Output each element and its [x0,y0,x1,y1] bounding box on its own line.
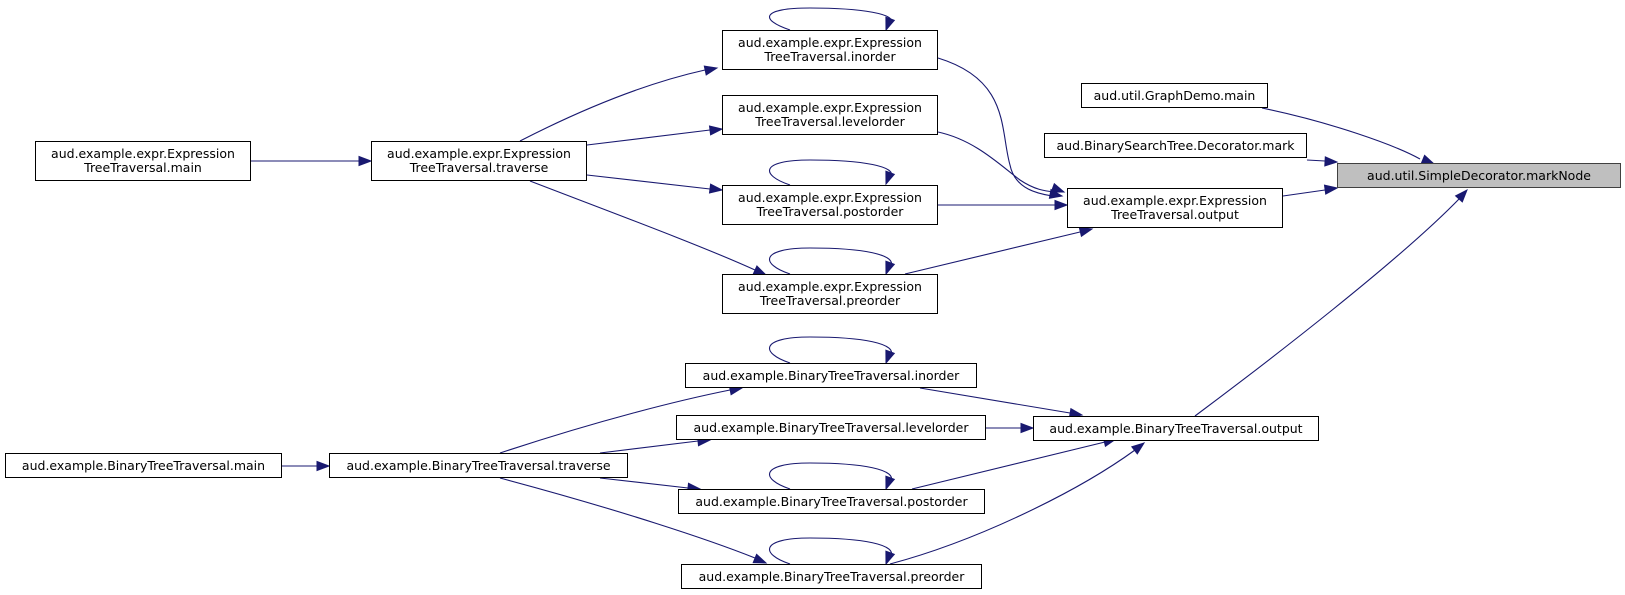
edge-einorder-to-eoutput [937,57,1064,199]
arrowhead-icon [885,260,896,276]
node-expr-levelorder[interactable]: aud.example.expr.Expression TreeTraversa… [722,95,938,135]
arrowhead-icon [885,475,896,491]
arrowhead-icon [1050,182,1066,193]
node-label-line2: TreeTraversal.main [84,160,202,175]
edge-bmain-to-btraverse [282,460,331,472]
node-expr-output[interactable]: aud.example.expr.Expression TreeTraversa… [1067,188,1283,228]
arrowhead-icon [752,553,768,564]
node-label-line1: aud.example.expr.Expression [51,146,235,161]
node-label-line2: TreeTraversal.preorder [759,293,901,308]
node-btt-preorder[interactable]: aud.example.BinaryTreeTraversal.preorder [681,564,982,589]
arrowhead-icon [885,550,896,566]
arrowhead-icon [885,170,896,186]
node-label: aud.util.GraphDemo.main [1093,87,1256,103]
node-label-line1: aud.example.expr.Expression [1083,193,1267,208]
edge-binorder-self [769,336,896,365]
node-label: aud.example.BinaryTreeTraversal.output [1049,420,1303,436]
arrowhead-icon [358,155,373,167]
node-btt-levelorder[interactable]: aud.example.BinaryTreeTraversal.levelord… [676,415,986,440]
node-expr-traverse[interactable]: aud.example.expr.Expression TreeTraversa… [371,141,587,181]
edge-btraverse-to-bpreorder [499,477,768,564]
edge-blevelorder-to-boutput [986,422,1035,434]
node-btt-postorder[interactable]: aud.example.BinaryTreeTraversal.postorde… [678,489,985,514]
edge-emain-to-etraverse [251,155,373,167]
node-btt-traverse[interactable]: aud.example.BinaryTreeTraversal.traverse [329,453,628,478]
arrowhead-icon [885,349,896,365]
edge-binorder-to-boutput [919,387,1084,419]
node-label-line2: TreeTraversal.postorder [756,204,904,219]
arrowhead-icon [1324,156,1339,167]
arrowhead-icon [1323,184,1339,195]
node-label-line1: aud.example.expr.Expression [738,100,922,115]
arrowhead-icon [703,65,719,76]
edge-epreorder-self [769,247,896,276]
node-label-line2: TreeTraversal.inorder [764,49,896,64]
node-expr-inorder[interactable]: aud.example.expr.Expression TreeTraversa… [722,30,938,70]
node-label-line2: TreeTraversal.output [1111,207,1239,222]
edge-bpreorder-to-boutput [889,442,1146,565]
node-btt-output[interactable]: aud.example.BinaryTreeTraversal.output [1033,416,1319,441]
node-expr-postorder[interactable]: aud.example.expr.Expression TreeTraversa… [722,185,938,225]
node-expr-main[interactable]: aud.example.expr.Expression TreeTraversa… [35,141,251,181]
arrowhead-icon [1054,199,1069,211]
node-label-line1: aud.example.expr.Expression [738,279,922,294]
node-label: aud.example.BinaryTreeTraversal.main [21,457,266,473]
arrowhead-icon [708,183,724,194]
edge-bpostorder-self [769,462,896,491]
edge-eoutput-to-marknode [1282,184,1339,197]
node-graphdemo-main[interactable]: aud.util.GraphDemo.main [1081,83,1268,108]
edge-epostorder-self [769,159,896,186]
node-label: aud.example.BinaryTreeTraversal.levelord… [693,419,969,435]
node-label-line2: TreeTraversal.levelorder [755,114,905,129]
arrowhead-icon [316,460,331,472]
arrowhead-icon [1130,442,1146,455]
node-btt-main[interactable]: aud.example.BinaryTreeTraversal.main [5,453,282,478]
node-marknode[interactable]: aud.util.SimpleDecorator.markNode [1337,163,1621,188]
arrowhead-icon [708,125,724,136]
edge-einorder-self [769,7,896,32]
node-label: aud.example.BinaryTreeTraversal.postorde… [695,493,968,509]
arrowhead-icon [1078,226,1094,238]
node-label-line1: aud.example.expr.Expression [738,190,922,205]
edge-epreorder-to-eoutput [904,226,1094,275]
arrowhead-icon [1020,422,1035,434]
arrowhead-icon [1454,188,1468,203]
node-label: aud.example.BinaryTreeTraversal.traverse [346,457,611,473]
node-label-line2: TreeTraversal.traverse [409,160,549,175]
node-expr-preorder[interactable]: aud.example.expr.Expression TreeTraversa… [722,274,938,314]
node-bst-decorator-mark[interactable]: aud.BinarySearchTree.Decorator.mark [1044,133,1307,158]
node-label-line1: aud.example.expr.Expression [738,35,922,50]
arrowhead-icon [885,16,896,32]
node-label: aud.example.BinaryTreeTraversal.inorder [702,367,960,383]
node-label: aud.BinarySearchTree.Decorator.mark [1056,137,1295,153]
edge-boutput-to-marknode [1194,188,1468,417]
node-label: aud.example.BinaryTreeTraversal.preorder [698,568,965,584]
edge-elevelorder-to-eoutput [937,131,1066,193]
edge-bstmark-to-marknode [1306,156,1339,167]
node-btt-inorder[interactable]: aud.example.BinaryTreeTraversal.inorder [685,363,977,388]
edge-bpreorder-self [769,537,896,566]
edge-etraverse-to-einorder [519,65,719,142]
node-label-line1: aud.example.expr.Expression [387,146,571,161]
edge-etraverse-to-elevelorder [586,125,724,146]
edge-epostorder-to-eoutput [938,199,1069,211]
edge-etraverse-to-epostorder [586,174,724,194]
node-label: aud.util.SimpleDecorator.markNode [1367,167,1591,183]
